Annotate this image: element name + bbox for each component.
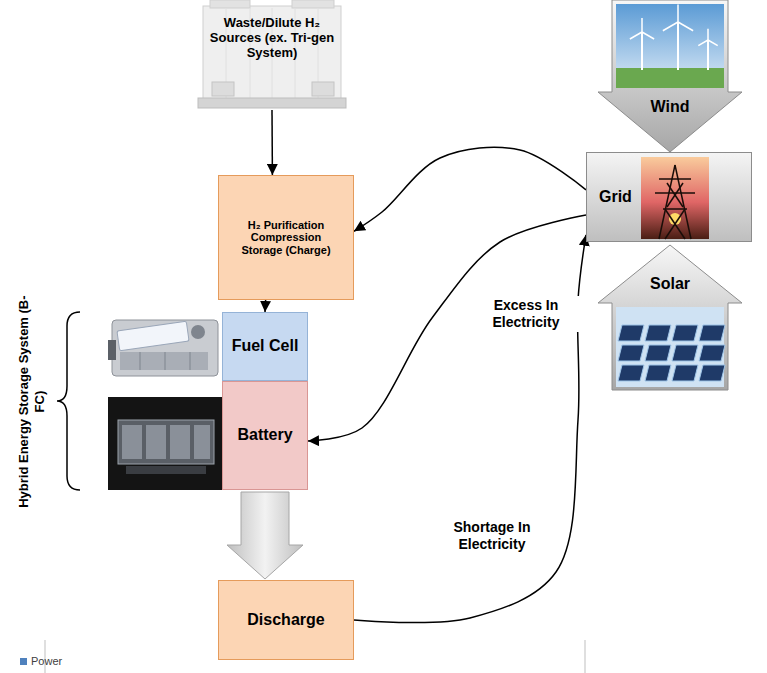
source-arrow: Solar (598, 245, 742, 390)
solar-panel-symbol (618, 365, 644, 381)
battery-photo (108, 397, 222, 490)
solar-panel-symbol (699, 345, 725, 361)
source-box: Waste/Dilute H₂ Sources (ex. Tri-gen Sys… (197, 0, 347, 110)
pylon-symbol (663, 208, 687, 210)
node-text: Discharge (247, 611, 324, 629)
shape-outline (598, 245, 742, 390)
pylon-symbol (665, 209, 685, 239)
block-arrow (227, 492, 303, 579)
fuel-cell-photo (108, 320, 218, 376)
group-label: Hybrid Energy Storage System (B-FC) (15, 294, 46, 509)
wind-photo (616, 68, 724, 88)
pylon-symbol (655, 192, 695, 194)
connector (271, 110, 273, 175)
legend-swatch (20, 658, 27, 665)
shape-outline (598, 0, 742, 152)
node-text: Battery (237, 426, 292, 444)
fuel-cell-photo (190, 352, 191, 370)
building-illustration (312, 82, 334, 96)
solar-panel-symbol (645, 345, 671, 361)
turbine-symbol (641, 18, 643, 32)
turbine-symbol (663, 22, 678, 31)
solar-panel-symbol (699, 325, 725, 341)
battery-photo (170, 425, 190, 459)
solar-photo (616, 307, 724, 387)
fuel-cell-photo (165, 352, 166, 370)
legend-text: Power (31, 655, 62, 667)
connector (264, 300, 266, 312)
fuel-cell-photo (112, 320, 218, 376)
edge-label: Shortage In Electricity (436, 518, 548, 554)
group-bracket (57, 312, 80, 490)
pylon-symbol (667, 183, 683, 207)
fuel-cell-photo (108, 340, 116, 360)
solar-panel-symbol (618, 325, 644, 341)
turbine-symbol (677, 22, 679, 70)
turbine-symbol (708, 40, 718, 46)
battery-photo (146, 425, 166, 459)
process-box: Discharge (218, 580, 354, 660)
building-illustration (212, 82, 234, 96)
connector (354, 235, 586, 623)
turbine-symbol (707, 29, 709, 40)
node-text: Grid (599, 188, 632, 206)
connector (354, 147, 586, 231)
battery-photo (108, 397, 222, 490)
solar-panel-symbol (699, 365, 725, 381)
solar-panel-symbol (645, 365, 671, 381)
legend-entry: Power (20, 655, 62, 667)
turbine-symbol (642, 32, 654, 39)
edge-label: Excess In Electricity (466, 296, 586, 332)
wind-photo (616, 4, 724, 88)
fuel-cell-photo (191, 325, 205, 339)
fuel-cell-photo (117, 321, 189, 351)
battery-photo (118, 420, 214, 464)
pylon-symbol (665, 209, 685, 239)
turbine-symbol (630, 32, 642, 39)
solar-panel-symbol (618, 345, 644, 361)
building-illustration (210, 0, 250, 8)
battery-photo (122, 425, 142, 459)
pylon-symbol (667, 183, 683, 207)
fuel-cell-photo (140, 352, 141, 370)
solar-panel-symbol (672, 345, 698, 361)
node-text: Wind (651, 98, 690, 116)
node-text: H₂ Purification Compression Storage (Cha… (239, 219, 333, 257)
footer-rule (585, 640, 586, 673)
turbine-symbol (707, 40, 709, 70)
turbine-symbol (641, 32, 643, 70)
solar-panel-symbol (672, 365, 698, 381)
arrow-shape (598, 245, 742, 390)
grid-photo (641, 157, 709, 239)
arrow-shape (598, 0, 742, 152)
node-text: Solar (650, 275, 690, 293)
building-illustration (292, 0, 334, 8)
building-illustration (198, 0, 346, 108)
turbine-symbol (678, 22, 693, 31)
fuel-cell-box: Fuel Cell (222, 312, 308, 381)
node-text: Waste/Dilute H₂ Sources (ex. Tri-gen Sys… (201, 16, 343, 61)
battery-box: Battery (222, 381, 308, 490)
turbine-symbol (677, 5, 679, 23)
process-box: H₂ Purification Compression Storage (Cha… (218, 175, 354, 300)
node-text: Fuel Cell (232, 337, 299, 355)
fuel-cell-photo (120, 352, 208, 370)
battery-photo (126, 466, 206, 474)
pylon-symbol (659, 178, 691, 180)
grid-box: Grid (586, 152, 752, 242)
battery-photo (194, 425, 210, 459)
turbine-symbol (698, 40, 708, 46)
solar-panel-symbol (672, 325, 698, 341)
source-arrow: Wind (598, 0, 742, 152)
building-illustration (198, 98, 346, 108)
solar-panel-symbol (645, 325, 671, 341)
